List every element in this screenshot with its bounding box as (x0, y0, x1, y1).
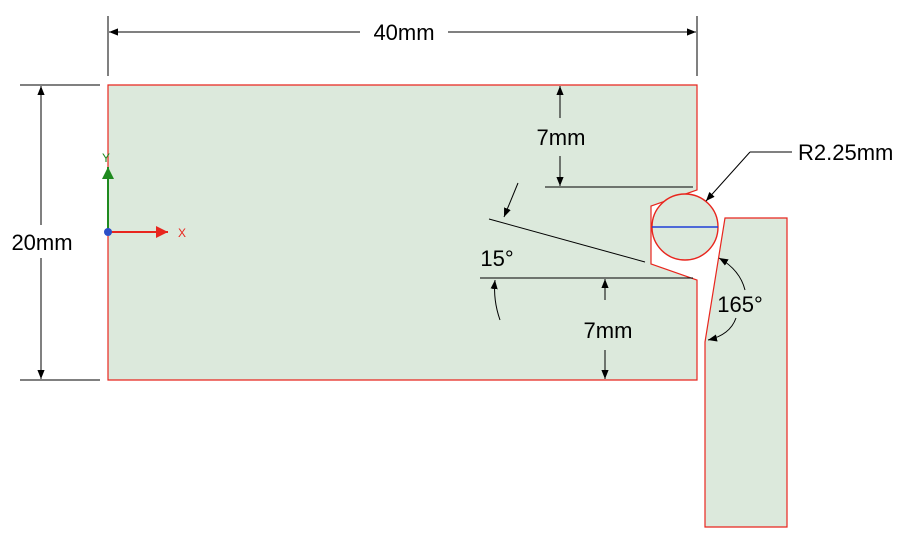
y-axis-label: Y (102, 151, 110, 165)
main-plate (107, 84, 698, 381)
angle-large-label: 165° (717, 292, 763, 317)
width-label: 40mm (373, 20, 434, 45)
side-piece (704, 217, 788, 528)
angle-small-label: 15° (480, 246, 513, 271)
bottom-offset-label: 7mm (584, 318, 633, 343)
angle-165-arc-bottom (707, 317, 737, 342)
angle-ref-line (488, 218, 646, 263)
radius-leader-diagonal (705, 151, 751, 202)
radius-label: R2.25mm (798, 140, 893, 165)
x-axis-label: X (178, 226, 186, 240)
top-offset-label: 7mm (537, 125, 586, 150)
height-label: 20mm (11, 230, 72, 255)
origin-point (104, 228, 112, 236)
angle-arc-lower (490, 279, 501, 321)
angle-arc-upper (503, 182, 519, 218)
angle-165-arc-top (718, 257, 746, 291)
